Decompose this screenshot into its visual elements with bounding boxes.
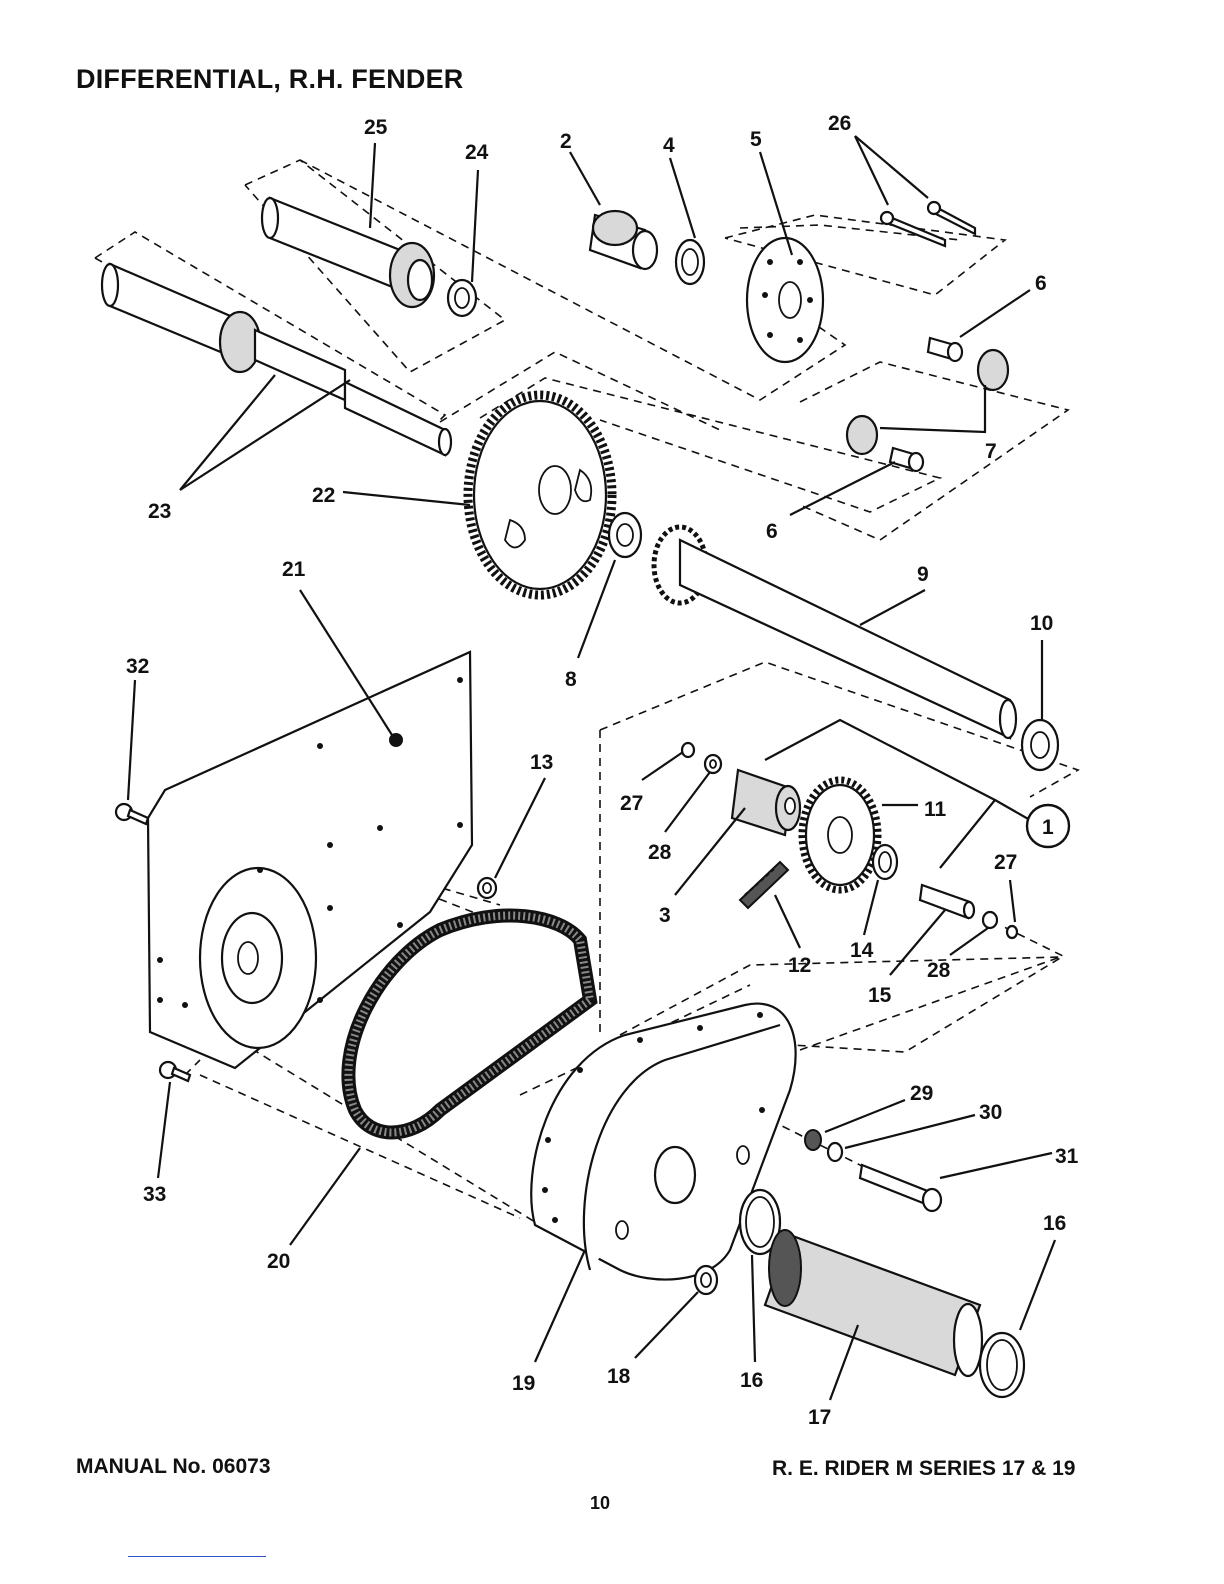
washer-30 bbox=[828, 1143, 842, 1161]
callout-22: 22 bbox=[312, 484, 335, 507]
callout-28-upper: 28 bbox=[648, 841, 672, 864]
callout-11: 11 bbox=[924, 798, 947, 821]
callout-26: 26 bbox=[828, 112, 851, 135]
washer-4 bbox=[676, 240, 704, 284]
ring-gear-22 bbox=[468, 395, 612, 595]
callout-13: 13 bbox=[530, 751, 553, 774]
washer-10 bbox=[1022, 720, 1058, 770]
callout-20: 20 bbox=[267, 1250, 290, 1273]
fender-plate-21 bbox=[148, 652, 472, 1068]
callout-27-lower: 27 bbox=[994, 851, 1017, 874]
callout-18: 18 bbox=[607, 1365, 631, 1388]
sprocket-11 bbox=[802, 780, 878, 890]
callout-17: 17 bbox=[808, 1406, 831, 1429]
hose-clamp-16-right bbox=[980, 1333, 1024, 1397]
upper-axle-shaft bbox=[262, 198, 434, 307]
pin-15 bbox=[920, 885, 974, 918]
bolts-26 bbox=[881, 202, 975, 246]
pinion-gear-7-lower bbox=[847, 416, 877, 454]
callout-12: 12 bbox=[788, 954, 811, 977]
footnote-rule bbox=[128, 1556, 266, 1557]
spacer-6-upper bbox=[928, 338, 962, 361]
bolt-33 bbox=[160, 1062, 190, 1081]
callout-2: 2 bbox=[560, 130, 572, 153]
bolt-31 bbox=[860, 1165, 941, 1211]
callout-8: 8 bbox=[565, 668, 577, 691]
callout-14: 14 bbox=[850, 939, 874, 962]
spacer-6-lower bbox=[890, 448, 923, 471]
washer-8 bbox=[609, 513, 641, 557]
seal-18 bbox=[695, 1266, 717, 1294]
callout-7: 7 bbox=[985, 440, 997, 463]
callout-33: 33 bbox=[143, 1183, 166, 1206]
bushing-2 bbox=[590, 211, 657, 269]
snap-ring-14 bbox=[873, 845, 897, 879]
callout-6-upper: 6 bbox=[1035, 272, 1047, 295]
callout-21: 21 bbox=[282, 558, 306, 581]
nut-13 bbox=[478, 878, 496, 898]
callout-4: 4 bbox=[663, 134, 675, 157]
callout-23: 23 bbox=[148, 500, 171, 523]
callout-32: 32 bbox=[126, 655, 149, 678]
washer-29 bbox=[805, 1130, 821, 1150]
callout-6-lower: 6 bbox=[766, 520, 778, 543]
model-series: R. E. RIDER M SERIES 17 & 19 bbox=[772, 1457, 1075, 1481]
callout-29: 29 bbox=[910, 1082, 933, 1105]
callout-16-right: 16 bbox=[1043, 1212, 1066, 1235]
callout-3: 3 bbox=[659, 904, 671, 927]
callout-25: 25 bbox=[364, 116, 388, 139]
bolt-32 bbox=[116, 804, 148, 824]
callout-1: 1 bbox=[1042, 816, 1054, 839]
callout-30: 30 bbox=[979, 1101, 1002, 1124]
hub-plate-5 bbox=[747, 238, 823, 362]
callout-10: 10 bbox=[1030, 612, 1053, 635]
callout-16-left: 16 bbox=[740, 1369, 763, 1392]
washer-28-lower bbox=[983, 912, 997, 928]
axle-shaft-9 bbox=[654, 527, 1016, 738]
washer-27-upper bbox=[682, 743, 694, 757]
callout-28-lower: 28 bbox=[927, 959, 951, 982]
callout-15: 15 bbox=[868, 984, 892, 1007]
manual-number: MANUAL No. 06073 bbox=[76, 1455, 271, 1479]
callout-24: 24 bbox=[465, 141, 489, 164]
callout-19: 19 bbox=[512, 1372, 535, 1395]
callout-9: 9 bbox=[917, 563, 929, 586]
boot-17 bbox=[765, 1230, 982, 1376]
chain-12 bbox=[740, 862, 788, 908]
callout-31: 31 bbox=[1055, 1145, 1079, 1168]
washer-27-lower bbox=[1007, 926, 1017, 938]
callout-27-upper: 27 bbox=[620, 792, 643, 815]
sprocket-gear-3 bbox=[732, 770, 800, 835]
snap-ring-24 bbox=[448, 280, 476, 316]
page-number: 10 bbox=[590, 1493, 610, 1514]
washer-28-upper bbox=[705, 755, 721, 773]
pinion-gear-7-upper bbox=[978, 350, 1008, 390]
callout-5: 5 bbox=[750, 128, 762, 151]
